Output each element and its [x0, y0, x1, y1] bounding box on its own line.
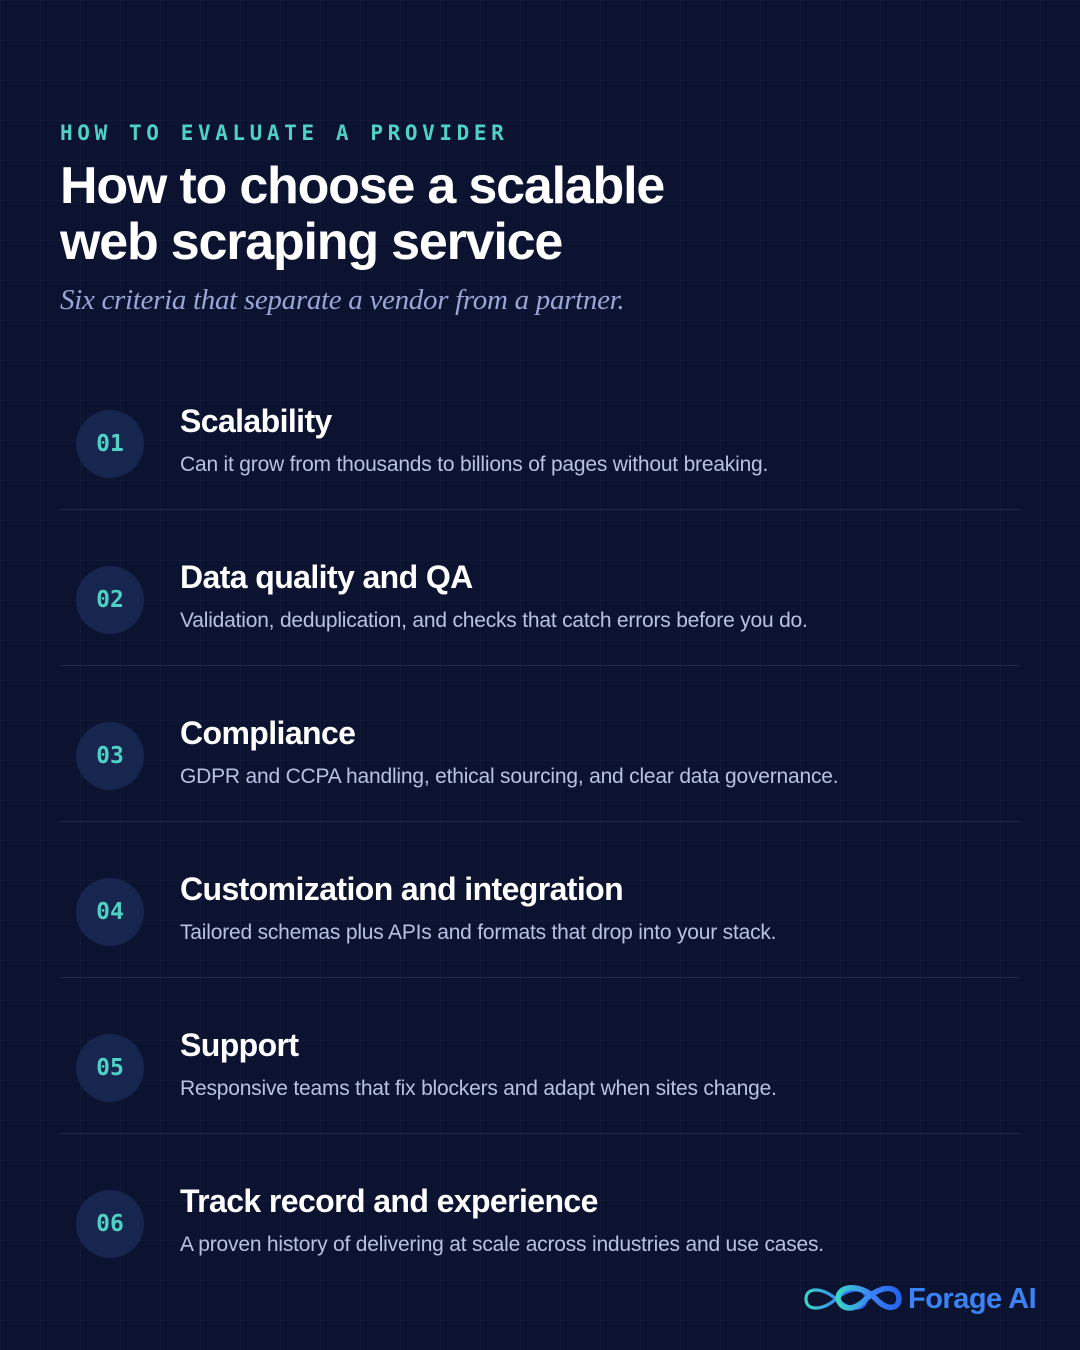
criterion-description: GDPR and CCPA handling, ethical sourcing…: [180, 765, 839, 788]
brand-logo: Forage AI: [802, 1278, 1037, 1320]
criterion-number-badge: 06: [76, 1190, 144, 1258]
criterion-number-badge: 01: [76, 410, 144, 478]
page-title: How to choose a scalable web scraping se…: [60, 158, 820, 270]
criterion-number-badge: 03: [76, 722, 144, 790]
criterion-title: Customization and integration: [180, 871, 624, 907]
infinity-icon: [804, 1285, 902, 1311]
criterion-item: 03 Compliance GDPR and CCPA handling, et…: [60, 666, 1020, 822]
criterion-number-badge: 05: [76, 1034, 144, 1102]
criterion-item: 05 Support Responsive teams that fix blo…: [60, 978, 1020, 1134]
page-title-line-2: web scraping service: [60, 213, 563, 271]
criterion-item: 04 Customization and integration Tailore…: [60, 822, 1020, 978]
criterion-title: Scalability: [180, 403, 332, 439]
criterion-title: Data quality and QA: [180, 559, 473, 595]
criterion-description: Can it grow from thousands to billions o…: [180, 453, 769, 476]
criterion-title: Support: [180, 1027, 299, 1063]
criterion-number-badge: 02: [76, 566, 144, 634]
criteria-list: 01 Scalability Can it grow from thousand…: [60, 354, 1020, 1290]
brand-name: Forage AI: [908, 1282, 1037, 1315]
criterion-item: 02 Data quality and QA Validation, dedup…: [60, 510, 1020, 666]
criterion-description: Responsive teams that fix blockers and a…: [180, 1077, 777, 1100]
eyebrow-label: HOW TO EVALUATE A PROVIDER: [60, 121, 509, 145]
criterion-title: Track record and experience: [180, 1183, 598, 1219]
criterion-item: 06 Track record and experience A proven …: [60, 1134, 1020, 1290]
page-subtitle: Six criteria that separate a vendor from…: [60, 284, 625, 316]
criterion-number-badge: 04: [76, 878, 144, 946]
criterion-item: 01 Scalability Can it grow from thousand…: [60, 354, 1020, 510]
criterion-description: Tailored schemas plus APIs and formats t…: [180, 921, 777, 944]
criterion-title: Compliance: [180, 715, 356, 751]
page-title-line-1: How to choose a scalable: [60, 157, 665, 215]
criterion-description: Validation, deduplication, and checks th…: [180, 609, 808, 632]
criterion-description: A proven history of delivering at scale …: [180, 1233, 824, 1256]
